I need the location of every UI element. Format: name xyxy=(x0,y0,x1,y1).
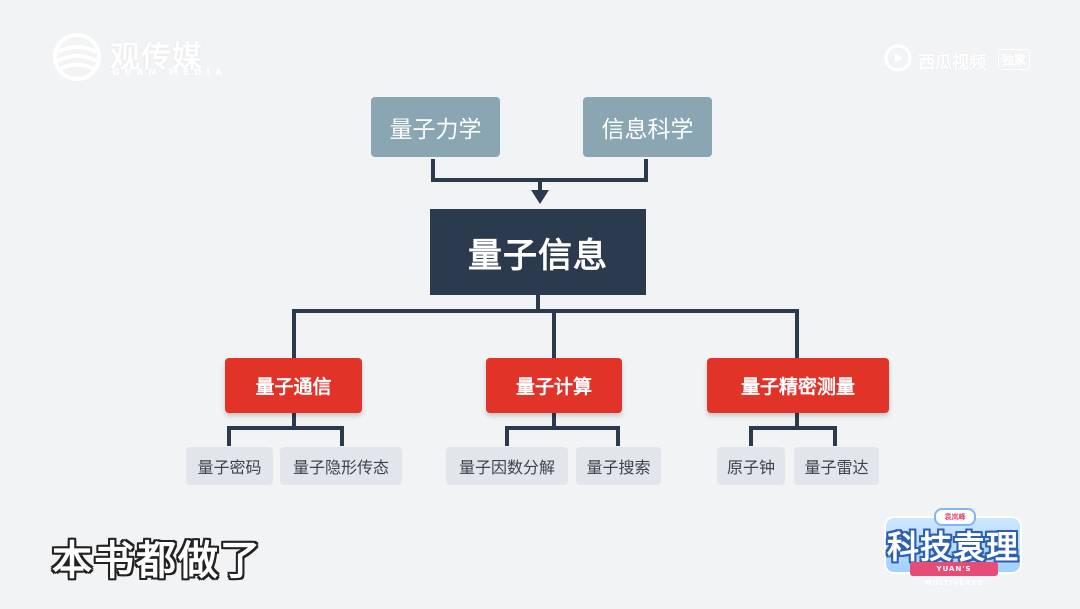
guan-media-watermark: 观传媒 GUAN MEDIA xyxy=(52,30,252,85)
xigua-name: 西瓜视频 xyxy=(918,53,986,73)
leaf-box-quantum-radar: 量子雷达 xyxy=(794,447,879,485)
leaf-box-quantum-search: 量子搜索 xyxy=(576,447,661,485)
branch-box-quantum-metrology: 量子精密测量 xyxy=(707,358,889,413)
badge-ribbon: YUAN'S MULTIVERSE xyxy=(910,562,998,587)
leaf-box-quantum-factoring: 量子因数分解 xyxy=(446,447,568,485)
leaf-box-atomic-clock: 原子钟 xyxy=(717,447,785,485)
exclusive-tag: 独家 xyxy=(998,49,1031,70)
source-box-information-science: 信息科学 xyxy=(583,97,712,157)
connector-sources xyxy=(431,159,648,182)
leaf-box-quantum-teleportation: 量子隐形传态 xyxy=(280,447,402,485)
badge-top-label: 袁岚峰 xyxy=(934,508,976,526)
arrow-down-icon xyxy=(531,190,549,204)
connector-leaves-2 xyxy=(505,411,620,446)
connector-leaves-1 xyxy=(227,411,344,446)
connector-branches xyxy=(292,291,799,358)
xigua-watermark: 西瓜视频 独家 xyxy=(884,44,1044,74)
guan-media-subname: GUAN MEDIA xyxy=(112,68,227,78)
core-box-quantum-information: 量子信息 xyxy=(430,209,646,295)
source-box-quantum-mechanics: 量子力学 xyxy=(371,97,500,157)
connector-leaves-3 xyxy=(749,411,837,446)
globe-logo-icon xyxy=(53,33,101,81)
video-subtitle: 本书都做了 xyxy=(52,538,262,584)
guan-media-name: 观传媒 xyxy=(110,40,203,75)
leaf-box-quantum-cryptography: 量子密码 xyxy=(186,447,273,485)
branch-box-quantum-communication: 量子通信 xyxy=(225,358,362,413)
badge-title: 科技袁理 xyxy=(886,528,1019,566)
branch-box-quantum-computing: 量子计算 xyxy=(486,358,622,413)
show-badge: 袁岚峰 科技袁理 YUAN'S MULTIVERSE xyxy=(884,508,1024,587)
xigua-logo-icon xyxy=(884,44,912,72)
